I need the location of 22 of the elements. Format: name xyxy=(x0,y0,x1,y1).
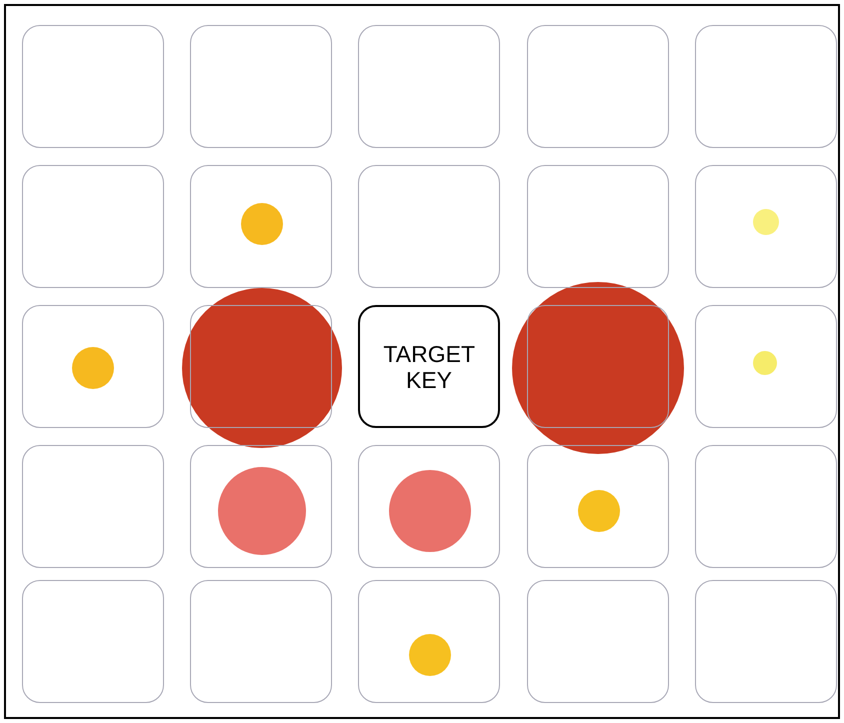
key-box xyxy=(695,25,837,148)
key-box xyxy=(358,580,500,703)
key-box xyxy=(695,445,837,568)
key-box xyxy=(22,25,164,148)
key-box xyxy=(190,445,332,568)
key-label: TARGET KEY xyxy=(382,340,476,392)
key-box xyxy=(190,25,332,148)
key-box xyxy=(22,445,164,568)
key-box xyxy=(695,165,837,288)
key-box xyxy=(358,305,500,428)
key-box xyxy=(190,580,332,703)
key-box xyxy=(695,305,837,428)
key-box xyxy=(22,165,164,288)
key-box xyxy=(527,580,669,703)
key-box xyxy=(22,305,164,428)
key-box xyxy=(22,580,164,703)
key-box xyxy=(358,25,500,148)
key-box xyxy=(695,580,837,703)
key-box xyxy=(527,25,669,148)
key-box xyxy=(358,445,500,568)
key-box xyxy=(358,165,500,288)
key-box xyxy=(190,165,332,288)
